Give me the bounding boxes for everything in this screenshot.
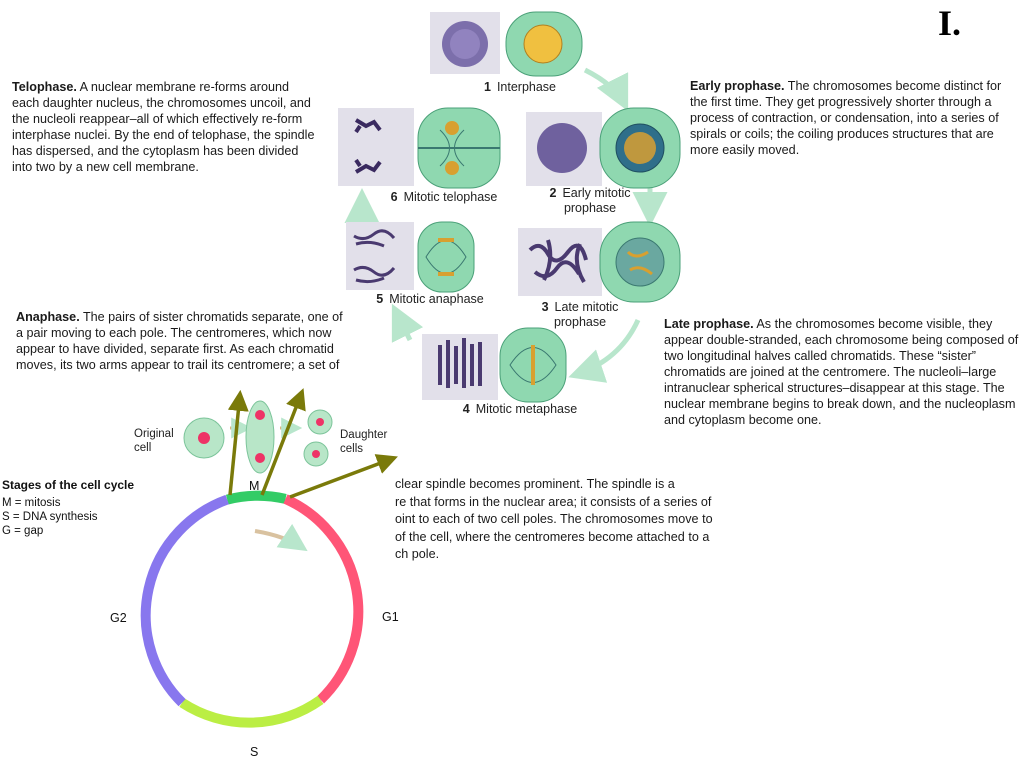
stage-4-text: Mitotic metaphase — [475, 402, 578, 416]
stage-1-number: 1 — [483, 80, 491, 94]
metaphase-line-5: ch pole. — [395, 547, 440, 561]
ring-segment-g1 — [283, 494, 364, 704]
telophase-title: Telophase. — [12, 80, 77, 94]
ring-segment-s — [179, 695, 324, 728]
stage-3-text: Late mitotic — [554, 300, 619, 314]
ring-segment-m — [225, 490, 287, 505]
late-prophase-description: Late prophase. As the chromosomes become… — [664, 316, 1024, 428]
anaphase-body: The pairs of sister chromatids separate,… — [16, 310, 343, 372]
metaphase-line-1: clear spindle becomes prominent. The spi… — [395, 477, 675, 491]
phase-label-g1: G1 — [382, 610, 399, 624]
phase-label-g2: G2 — [110, 611, 127, 625]
phase-label-s: S — [250, 745, 259, 759]
metaphase-partial-description: clear spindle becomes prominent. The spi… — [395, 476, 795, 564]
late-prophase-illustration — [518, 221, 681, 303]
stage-4-number: 4 — [462, 402, 470, 416]
metaphase-line-4: of the cell, where the centromeres becom… — [395, 529, 710, 544]
legend-mitosis: M = mitosis — [2, 497, 61, 509]
slide-number: I. — [938, 3, 962, 43]
stage-2-label: 2 Early mitotic prophase — [530, 186, 650, 216]
early-prophase-body: The chromosomes become distinct for the … — [690, 79, 1002, 157]
interphase-illustration — [430, 11, 583, 77]
early-prophase-illustration — [526, 107, 681, 189]
cell-cycle-title: Stages of the cell cycle — [2, 478, 135, 492]
cell-cycle-ring — [140, 490, 364, 728]
stage-5-number: 5 — [376, 292, 384, 306]
cell-division-illustration — [183, 400, 333, 474]
stage-2-text2: prophase — [563, 201, 617, 215]
telophase-illustration — [338, 107, 501, 189]
telophase-description: Telophase. A nuclear membrane re-forms a… — [12, 79, 317, 175]
metaphase-line-2: re that forms in the nuclear area; it co… — [395, 494, 712, 509]
stage-5-text: Mitotic anaphase — [389, 292, 484, 306]
stage-3-text2: prophase — [553, 315, 607, 329]
metaphase-illustration — [422, 327, 567, 403]
stage-2-text: Early mitotic — [562, 186, 631, 200]
early-prophase-title: Early prophase. — [690, 79, 785, 93]
stage-6-label: 6 Mitotic telophase — [364, 190, 524, 205]
telophase-body: A nuclear membrane re-forms around each … — [12, 80, 315, 174]
late-prophase-title: Late prophase. — [664, 317, 754, 331]
stage-4-label: 4 Mitotic metaphase — [440, 402, 600, 417]
stage-1-label: 1 Interphase — [460, 80, 580, 95]
late-prophase-body: As the chromosomes become visible, they … — [664, 317, 1019, 427]
anaphase-illustration — [346, 221, 475, 293]
stage-6-text: Mitotic telophase — [403, 190, 498, 204]
legend-dna-synthesis: S = DNA synthesis — [2, 511, 98, 523]
stage-2-number: 2 — [549, 186, 557, 200]
stage-5-label: 5 Mitotic anaphase — [350, 292, 510, 307]
anaphase-description: Anaphase. The pairs of sister chromatids… — [16, 309, 346, 391]
daughter-cells-label: Daughter cells — [340, 429, 388, 455]
stage-3-number: 3 — [541, 300, 549, 314]
legend-gap: G = gap — [2, 525, 44, 537]
metaphase-line-3: oint to each of two cell poles. The chro… — [395, 512, 713, 526]
stage-cycle-arrows — [344, 67, 668, 383]
ring-direction-arrow — [254, 523, 308, 552]
ring-segment-g2 — [140, 494, 229, 707]
stage-1-text: Interphase — [496, 80, 557, 94]
original-cell-label: Original cell — [134, 428, 174, 454]
anaphase-title: Anaphase. — [16, 310, 80, 324]
stage-3-label: 3 Late mitotic prophase — [520, 300, 640, 330]
phase-label-m: M — [249, 479, 260, 493]
cell-cycle-legend: Stages of the cell cycle M = mitosis S =… — [2, 478, 192, 538]
mitosis-pointer-arrows — [227, 388, 398, 499]
stage-6-number: 6 — [390, 190, 398, 204]
early-prophase-description: Early prophase. The chromosomes become d… — [690, 78, 1020, 158]
